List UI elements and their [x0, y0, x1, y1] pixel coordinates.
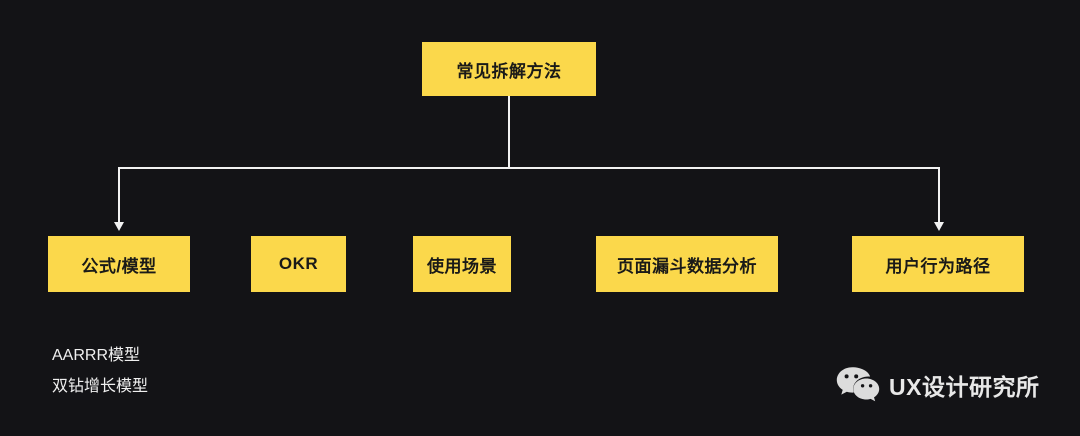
watermark: UX设计研究所: [836, 366, 1039, 404]
root-node-label: 常见拆解方法: [456, 61, 562, 81]
connector-drop-left: [118, 167, 120, 223]
leaf-node-0[interactable]: 公式/模型: [48, 236, 190, 292]
arrowhead-right-icon: [934, 222, 944, 231]
root-node[interactable]: 常见拆解方法: [422, 42, 596, 96]
leaf-node-0-label: 公式/模型: [81, 256, 157, 276]
watermark-text: UX设计研究所: [889, 374, 1040, 400]
leaf-node-1[interactable]: OKR: [251, 236, 346, 292]
leaf-node-4[interactable]: 用户行为路径: [852, 236, 1024, 292]
leaf-node-2-label: 使用场景: [427, 256, 497, 276]
leaf-node-3-label: 页面漏斗数据分析: [617, 256, 757, 276]
leaf-node-4-label: 用户行为路径: [885, 256, 991, 276]
note-item-1: 双钻增长模型: [52, 378, 149, 395]
connector-drop-right: [938, 167, 940, 223]
leaf-node-1-label: OKR: [278, 254, 319, 273]
notes-list: AARRR模型 双钻增长模型: [52, 340, 148, 402]
arrowhead-left-icon: [114, 222, 124, 231]
wechat-icon: [836, 367, 880, 402]
leaf-node-3[interactable]: 页面漏斗数据分析: [596, 236, 778, 292]
connector-vertical-stem: [508, 96, 510, 169]
connector-horizontal-bar: [118, 167, 940, 169]
note-item-0: AARRR模型: [52, 347, 141, 364]
leaf-node-2[interactable]: 使用场景: [413, 236, 511, 292]
